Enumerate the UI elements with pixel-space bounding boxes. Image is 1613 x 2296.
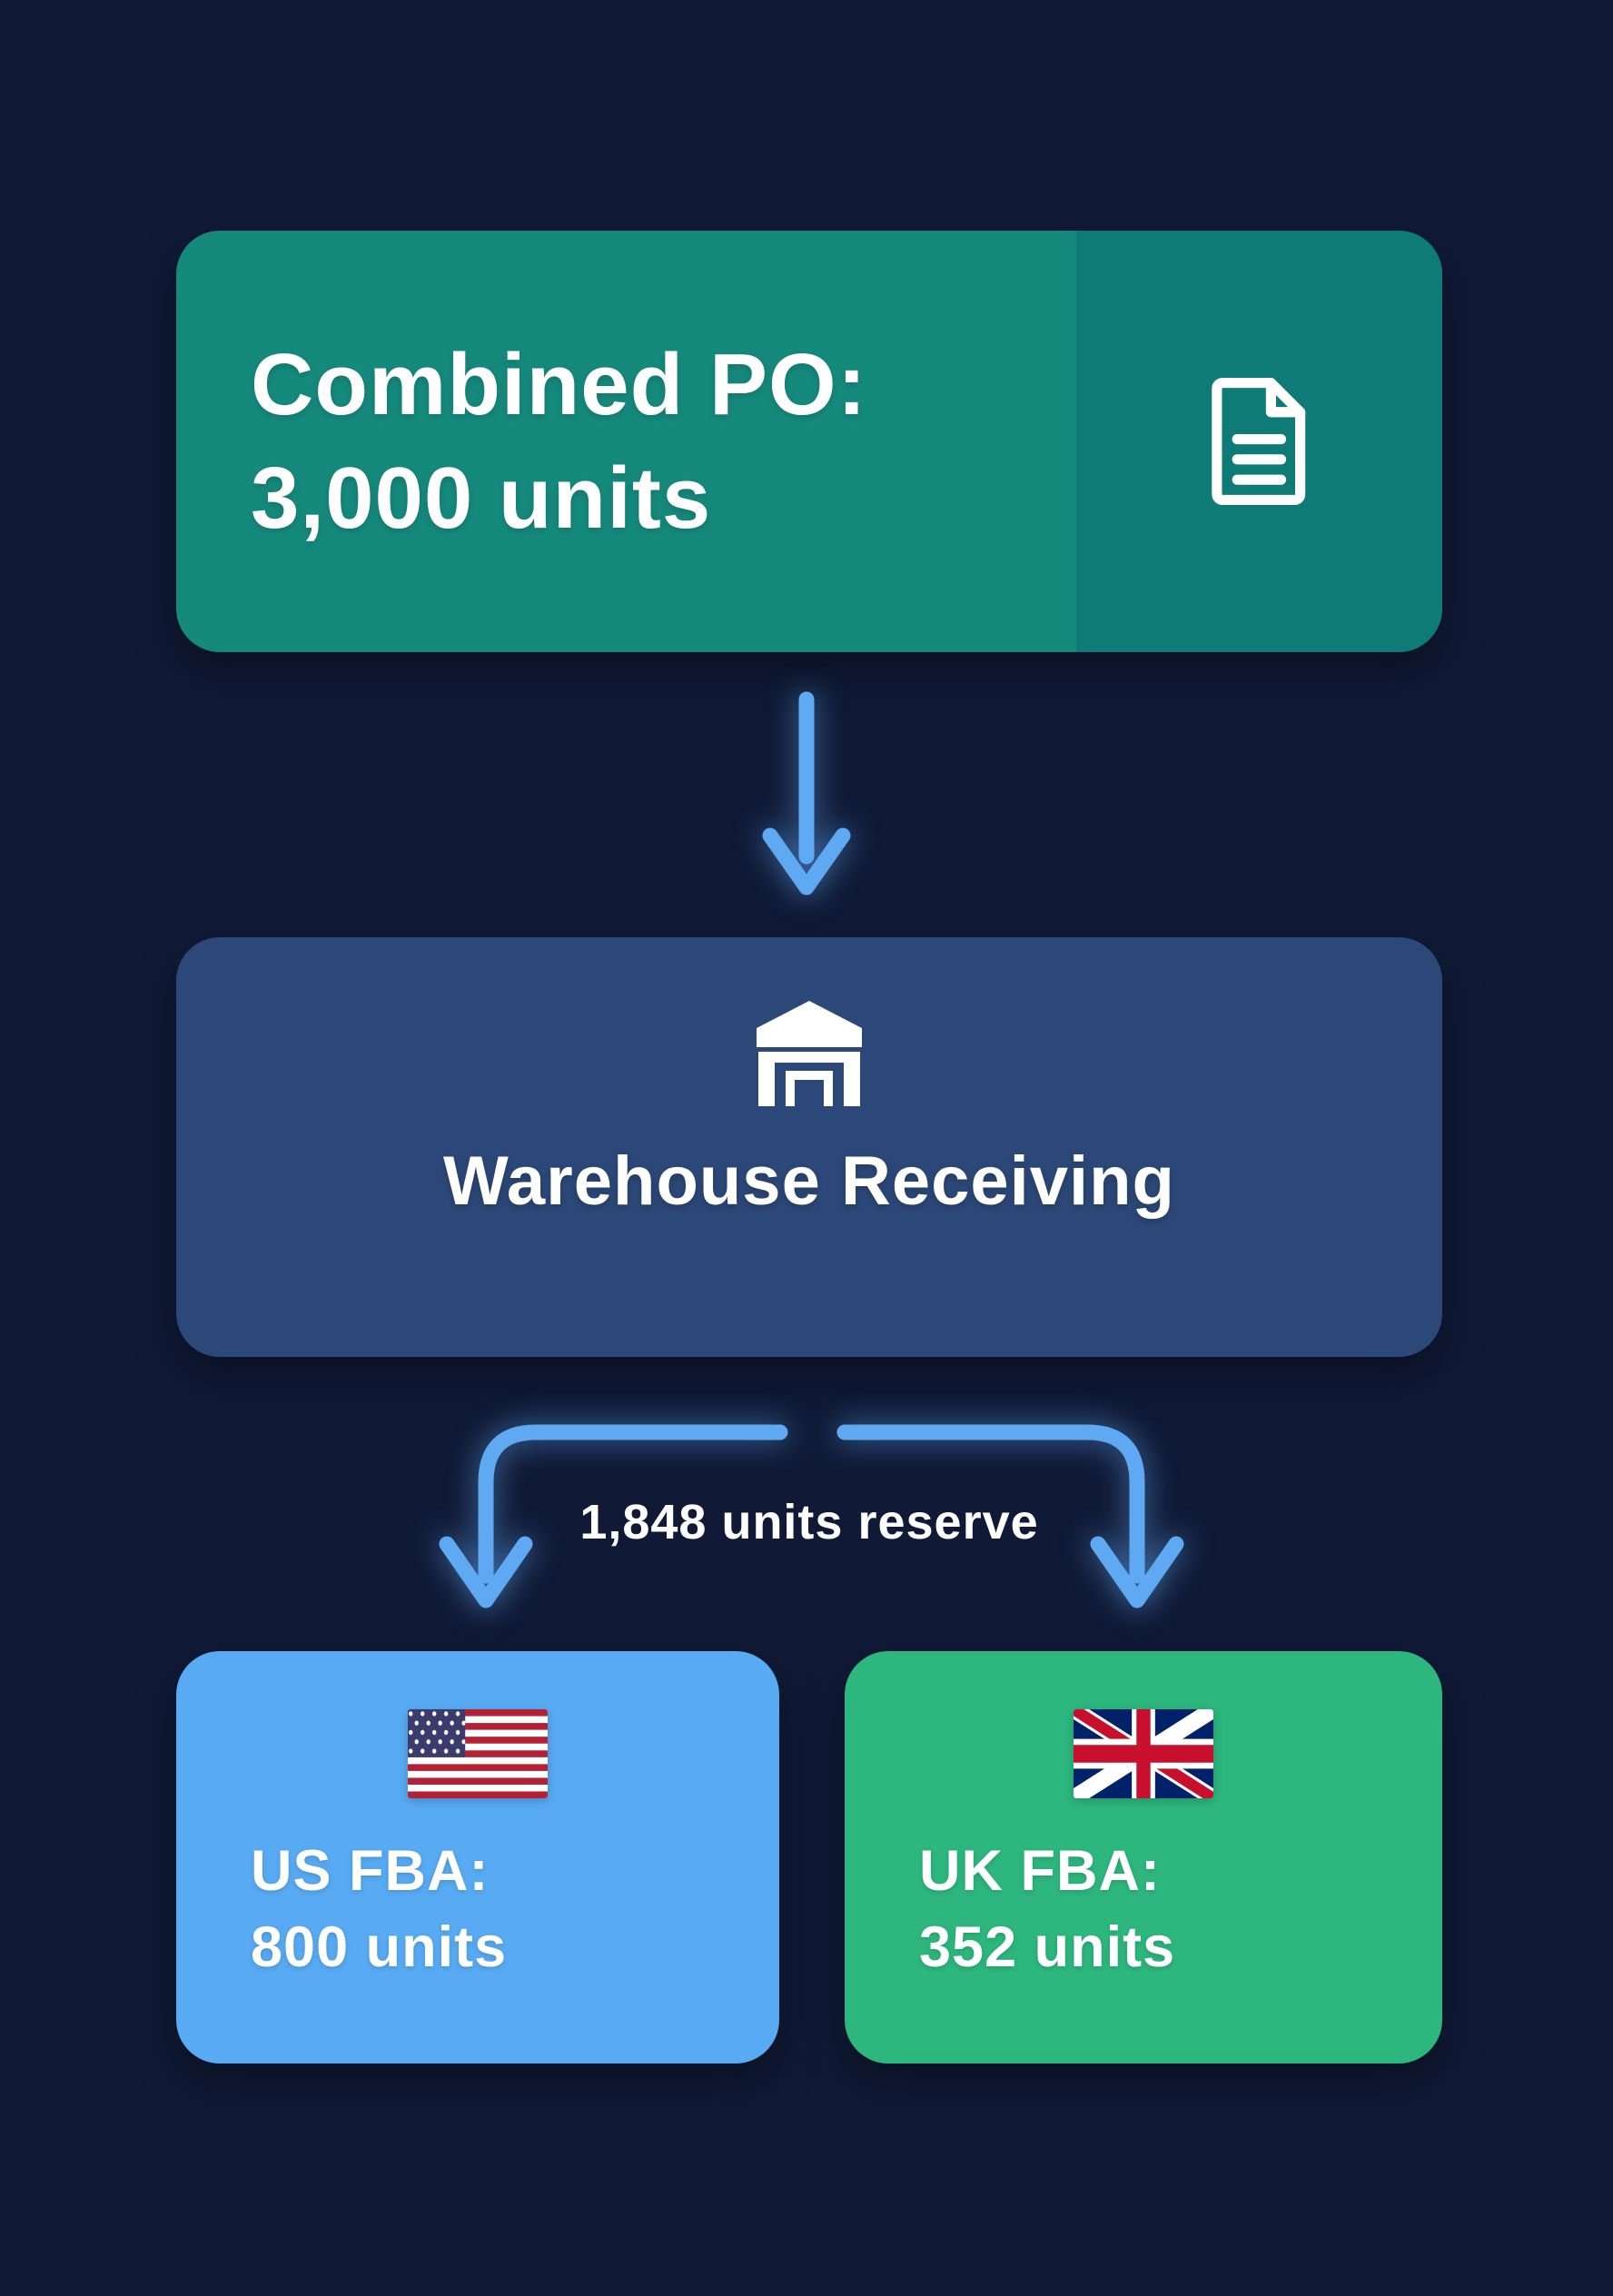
us-fba-card: US FBA: 800 units <box>176 1651 779 2063</box>
us-fba-line2: 800 units <box>251 1915 508 1979</box>
warehouse-card: Warehouse Receiving <box>176 937 1442 1357</box>
us-fba-line1: US FBA: <box>251 1839 490 1903</box>
uk-flag-icon <box>1074 1709 1213 1798</box>
uk-fba-label: UK FBA: 352 units <box>919 1833 1175 1985</box>
uk-fba-card: UK FBA: 352 units <box>845 1651 1442 2063</box>
us-flag-icon <box>408 1709 548 1798</box>
po-card-title: Combined PO: 3,000 units <box>176 328 867 555</box>
po-title-line1: Combined PO: <box>251 336 867 433</box>
warehouse-label: Warehouse Receiving <box>443 1143 1175 1220</box>
split-arrows <box>439 1424 1184 1608</box>
warehouse-icon <box>757 1001 862 1106</box>
po-card-icon-strip <box>1076 231 1442 652</box>
combined-po-card: Combined PO: 3,000 units <box>176 231 1442 652</box>
uk-fba-line1: UK FBA: <box>919 1839 1161 1903</box>
us-fba-label: US FBA: 800 units <box>251 1833 507 1985</box>
po-title-line2: 3,000 units <box>251 450 712 547</box>
reserve-label: 1,848 units reserve <box>579 1495 1039 1549</box>
uk-fba-line2: 352 units <box>919 1915 1176 1979</box>
down-arrow <box>762 691 851 896</box>
document-icon <box>1211 377 1305 506</box>
